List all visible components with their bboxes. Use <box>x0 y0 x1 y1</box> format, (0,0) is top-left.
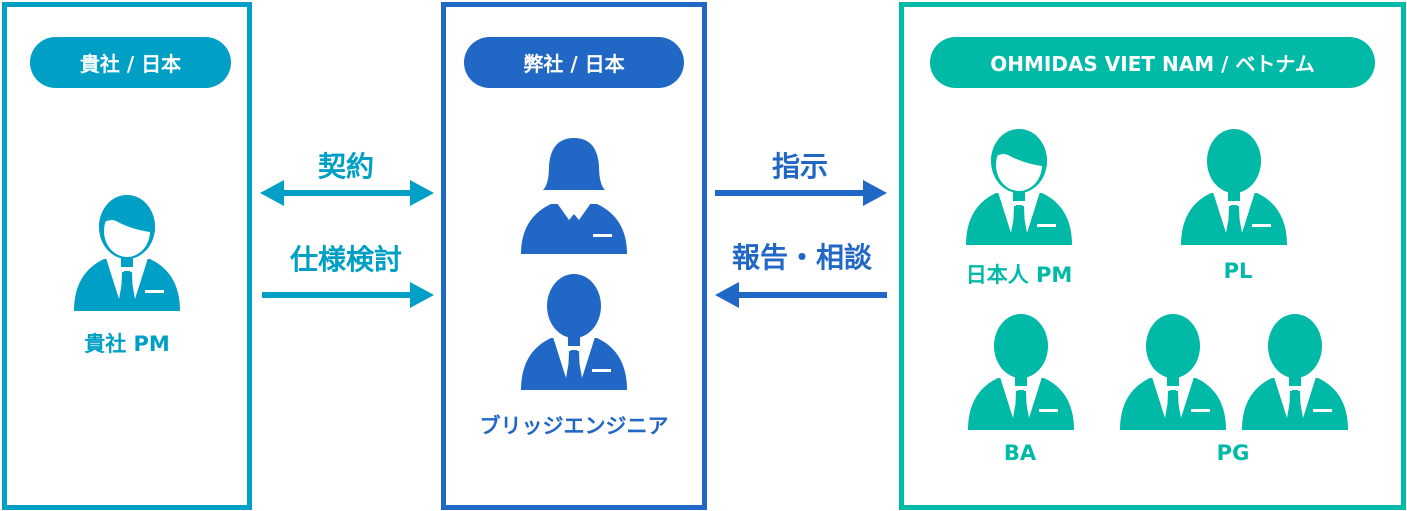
pl-label: PL <box>1223 259 1253 283</box>
pg-label: PG <box>1216 441 1250 465</box>
vietnam-box <box>899 2 1406 510</box>
report-label: 報告・相談 <box>731 241 873 274</box>
contract-label: 契約 <box>317 150 375 183</box>
client-box <box>2 2 252 510</box>
ba-label: BA <box>1003 441 1037 465</box>
client-pm-label: 貴社 PM <box>84 332 170 356</box>
japanese-pm-label: 日本人 PM <box>965 263 1073 287</box>
client-pm-person-icon <box>74 195 180 313</box>
bridge-engineer-female-icon <box>521 135 627 255</box>
company-box <box>441 2 707 510</box>
instruction-right-arrow-icon <box>715 180 887 206</box>
spec-label: 仕様検討 <box>289 243 403 276</box>
instruction-label: 指示 <box>771 150 829 183</box>
pl-person-icon <box>1181 129 1287 247</box>
bridge-engineer-label: ブリッジエンジニア <box>479 414 669 438</box>
company-title: 弊社 / 日本 <box>464 37 684 88</box>
pg-person-icon-1 <box>1120 314 1226 432</box>
pg-person-icon-2 <box>1242 314 1348 432</box>
bridge-engineer-male-icon <box>521 274 627 392</box>
japanese-pm-person-icon <box>966 129 1072 247</box>
client-title: 貴社 / 日本 <box>30 37 231 88</box>
ba-person-icon <box>968 314 1074 432</box>
contract-double-arrow-icon <box>260 180 434 206</box>
vietnam-title: OHMIDAS VIET NAM / ベトナム <box>930 37 1375 88</box>
report-left-arrow-icon <box>715 282 887 308</box>
spec-right-arrow-icon <box>262 282 434 308</box>
